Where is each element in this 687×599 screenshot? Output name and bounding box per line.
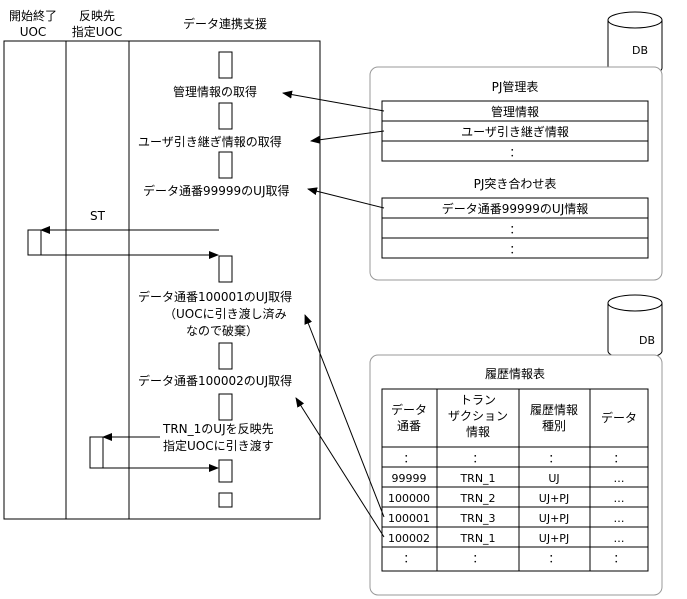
activation-box (218, 51, 233, 79)
history-table-title: 履歴情報表 (485, 367, 545, 381)
activation-box (218, 151, 233, 179)
db-label-bottom: DB (639, 334, 655, 347)
svg-text:TRN_1: TRN_1 (459, 532, 495, 545)
step-get-uj-100001-line2: （UOCに引き渡し済み (164, 306, 287, 321)
db-cylinder-bottom (607, 294, 663, 360)
table-row: 99999 TRN_1 UJ … (392, 472, 625, 485)
svg-text:：: ： (549, 452, 560, 465)
table-row: 100000 TRN_2 UJ+PJ … (388, 492, 625, 505)
header-start-end-uoc-line2: UOC (20, 25, 47, 39)
history-header-type-line1: 履歴情報 (530, 403, 578, 417)
target-uoc-activation-box (89, 436, 104, 469)
svg-text:…: … (614, 492, 625, 505)
step-get-uj-100001-line1: データ通番100001のUJ取得 (138, 289, 292, 304)
history-header-seq-line1: データ (391, 402, 427, 417)
table-row: 100001 TRN_3 UJ+PJ … (388, 512, 625, 525)
history-header-trn-line2: ザクション (448, 409, 508, 423)
header-target-uoc-line2: 指定UOC (72, 24, 123, 39)
svg-text:99999: 99999 (392, 472, 427, 485)
pj-match-row-99999: データ通番99999のUJ情報 (442, 201, 589, 216)
step-get-uj-100001-line3: なので破棄） (186, 323, 258, 338)
history-header-trn-line3: 情報 (466, 425, 490, 439)
pj-match-table-title: PJ突き合わせ表 (474, 176, 557, 191)
svg-text:…: … (614, 532, 625, 545)
step-pass-trn1-line1: TRN_1のUJを反映先 (162, 422, 274, 436)
svg-text:：: ： (614, 452, 625, 465)
pj-match-table (381, 197, 649, 259)
svg-text:：: ： (404, 552, 415, 565)
arrow-management-info (282, 90, 385, 112)
pj-row-ellipsis: ： (510, 146, 521, 159)
history-header-seq-line2: 通番 (397, 419, 421, 433)
header-data-link-support: データ連携支援 (183, 16, 267, 31)
svg-text:UJ+PJ: UJ+PJ (539, 532, 569, 545)
svg-text:…: … (614, 512, 625, 525)
pj-row-management-info: 管理情報 (491, 104, 539, 119)
st-label: ST (90, 209, 106, 223)
history-header-type-line2: 種別 (542, 419, 566, 433)
activation-box (218, 393, 233, 421)
step-get-uj-99999: データ通番99999のUJ取得 (143, 183, 290, 198)
db-cylinder-top (607, 11, 663, 77)
svg-text:：: ： (549, 552, 560, 565)
step-get-uj-100002: データ通番100002のUJ取得 (138, 373, 292, 388)
pj-management-table-title: PJ管理表 (492, 79, 539, 94)
arrow-uj-100001 (304, 314, 385, 518)
table-row: ： ： ： ： (404, 552, 625, 565)
history-header-trn-line1: トラン (460, 393, 496, 407)
activation-box (218, 342, 233, 370)
svg-text:UJ+PJ: UJ+PJ (539, 512, 569, 525)
table-row: 100002 TRN_1 UJ+PJ … (388, 532, 625, 545)
step-get-management-info: 管理情報の取得 (173, 84, 257, 99)
svg-text:100002: 100002 (388, 532, 430, 545)
uoc-activation-box (27, 229, 42, 256)
svg-text:：: ： (614, 552, 625, 565)
svg-text:：: ： (473, 552, 484, 565)
arrow-uj-100002 (295, 397, 385, 538)
step-pass-trn1-line2: 指定UOCに引き渡す (163, 438, 274, 453)
svg-text:UJ: UJ (548, 472, 559, 485)
pj-management-table (381, 100, 649, 162)
header-start-end-uoc-line1: 開始終了 (9, 8, 57, 23)
step-get-user-takeover-info: ユーザ引き継ぎ情報の取得 (138, 134, 282, 149)
activation-box (218, 102, 233, 130)
svg-text:：: ： (404, 452, 415, 465)
activation-box (218, 255, 233, 283)
svg-text:100001: 100001 (388, 512, 430, 525)
svg-text:TRN_3: TRN_3 (459, 512, 495, 525)
history-header-data: データ (601, 410, 637, 425)
svg-text:TRN_1: TRN_1 (459, 472, 495, 485)
svg-text:：: ： (473, 452, 484, 465)
pj-match-row-ellipsis: ： (510, 223, 521, 236)
pj-match-row-ellipsis: ： (510, 243, 521, 256)
header-target-uoc-line1: 反映先 (79, 9, 115, 23)
activation-box (218, 459, 233, 483)
svg-text:…: … (614, 472, 625, 485)
activation-box (218, 492, 233, 508)
lane-frame (3, 40, 321, 520)
db-label-top: DB (632, 44, 648, 57)
svg-text:100000: 100000 (388, 492, 430, 505)
svg-text:TRN_2: TRN_2 (459, 492, 495, 505)
pj-row-user-takeover-info: ユーザ引き継ぎ情報 (461, 124, 569, 139)
history-table (381, 388, 649, 572)
arrow-user-takeover-info (310, 130, 385, 144)
table-row: ： ： ： ： (404, 452, 625, 465)
svg-text:UJ+PJ: UJ+PJ (539, 492, 569, 505)
arrow-uj-99999 (307, 187, 385, 209)
